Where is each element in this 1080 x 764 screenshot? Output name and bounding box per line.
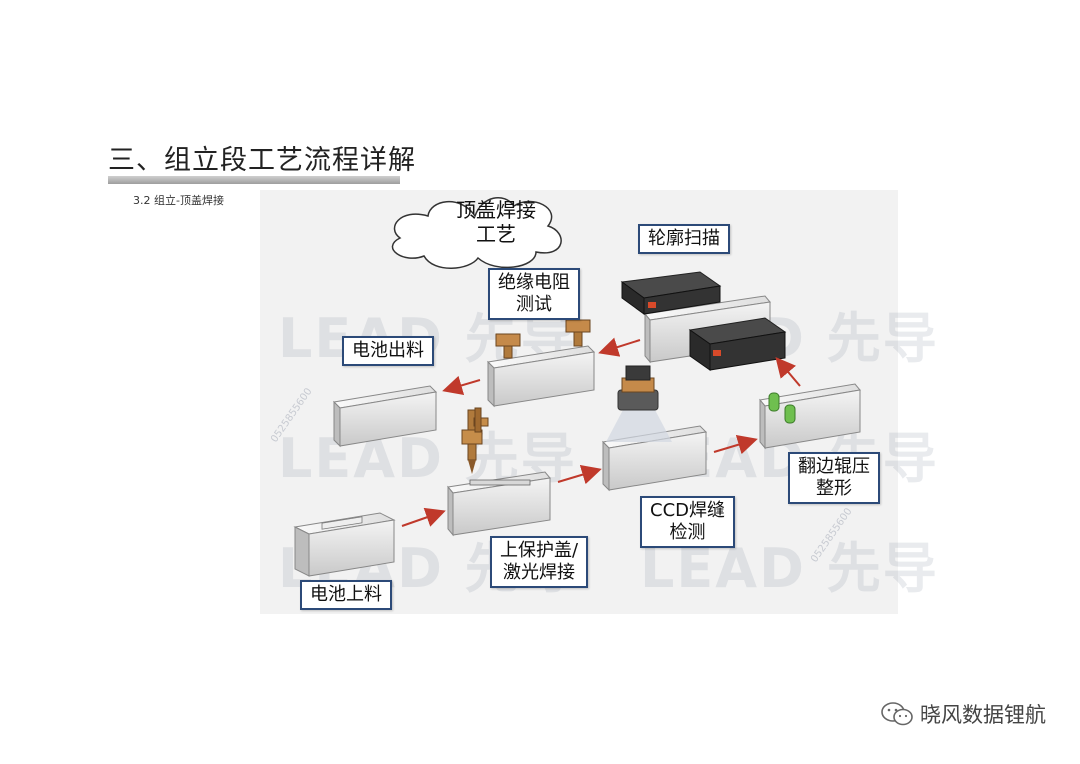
cell-loading (293, 512, 396, 577)
laser-weld-head (461, 407, 489, 474)
arrow-flow (442, 375, 481, 396)
footer-source: 晓风数据锂航 (880, 699, 1046, 729)
cell-flanging (759, 383, 861, 450)
label-ccd: CCD焊缝 检测 (640, 496, 735, 548)
label-insulation: 绝缘电阻 测试 (488, 268, 580, 320)
label-contour: 轮廓扫描 (638, 224, 730, 254)
process-diagram: LEAD 先导 LEAD 先导 LEAD 先导 LEAD 先导 LEAD 先导 … (260, 190, 937, 614)
cell-insulation (486, 345, 596, 408)
cloud-label: 顶盖焊接 工艺 (456, 198, 536, 246)
diagram-graphics (293, 196, 861, 577)
insulation-probes (495, 319, 591, 359)
title-underline (108, 176, 400, 184)
ccd-camera (606, 365, 672, 442)
arrow-flow (598, 337, 641, 357)
footer-account-name: 晓风数据锂航 (920, 703, 1046, 727)
cell-cover-weld (447, 471, 551, 537)
page-title: 三、组立段工艺流程详解 (108, 145, 416, 176)
wechat-icon (881, 702, 913, 726)
arrow-flow (557, 465, 602, 485)
arrow-flow (775, 356, 801, 387)
label-loading: 电池上料 (300, 580, 392, 610)
contour-scanner-left (620, 271, 722, 315)
section-subtitle: 3.2 组立-顶盖焊接 (133, 194, 224, 207)
label-unloading: 电池出料 (342, 336, 434, 366)
label-cover-weld: 上保护盖/ 激光焊接 (490, 536, 589, 588)
contour-scanner-right (688, 317, 787, 371)
cloud-shape (391, 196, 562, 269)
cell-unloading (332, 385, 438, 448)
arrow-flow (401, 507, 446, 527)
arrow-flow (713, 435, 758, 455)
label-flanging: 翻边辊压 整形 (788, 452, 880, 504)
